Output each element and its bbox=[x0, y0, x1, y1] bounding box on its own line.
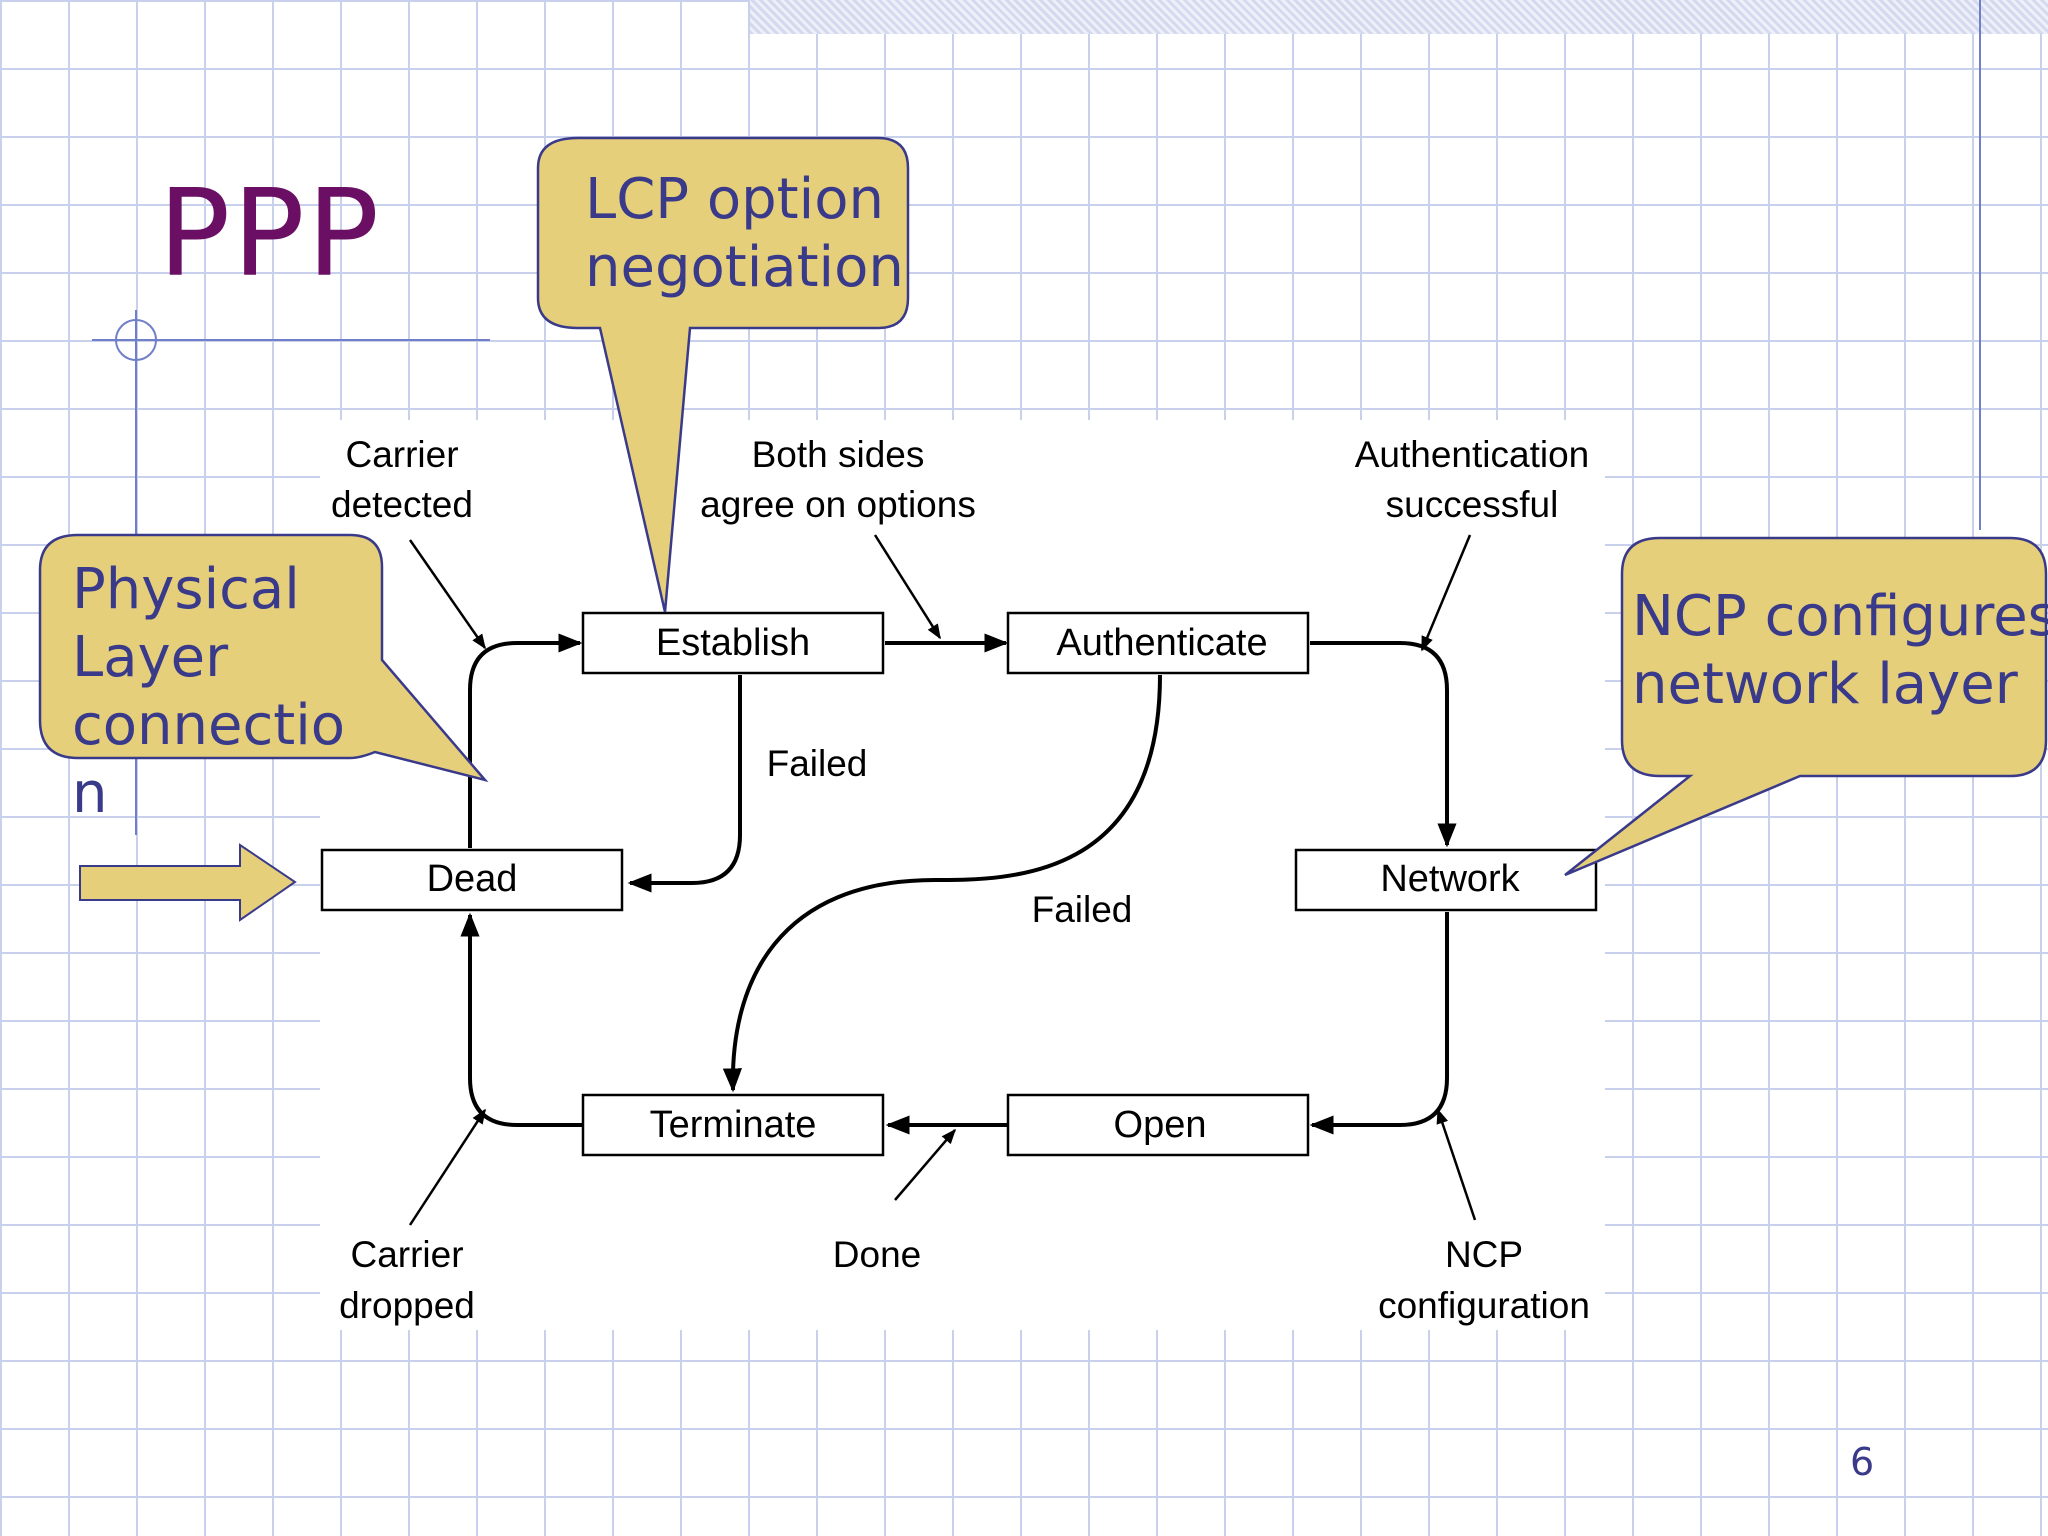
label-carrier-dropped-2: dropped bbox=[339, 1285, 475, 1326]
callout-physical-text: Physical Layer connectio n bbox=[72, 556, 352, 828]
label-carrier-detected-2: detected bbox=[331, 484, 473, 525]
state-authenticate-label: Authenticate bbox=[1056, 622, 1267, 664]
pointer-carrier-detected bbox=[408, 539, 487, 650]
label-carrier-detected-1: Carrier bbox=[345, 434, 458, 475]
state-network-label: Network bbox=[1380, 858, 1520, 900]
transition-labels: Carrier detected Both sides agree on opt… bbox=[331, 434, 1590, 1326]
state-authenticate: Authenticate bbox=[1006, 611, 1310, 675]
edge-terminate-to-dead bbox=[460, 912, 582, 1127]
edge-authenticate-failed-to-terminate bbox=[722, 674, 1162, 1093]
edge-authenticate-to-network bbox=[1310, 641, 1457, 848]
callout-ncp-line2: network layer bbox=[1632, 652, 2018, 717]
state-open-label: Open bbox=[1114, 1104, 1207, 1146]
callout-lcp-line2: negotiation bbox=[585, 235, 904, 300]
callout-ncp-text: NCP configures network layer bbox=[1632, 583, 2048, 719]
state-terminate: Terminate bbox=[581, 1093, 885, 1157]
callout-lcp-shape bbox=[536, 136, 910, 613]
label-ncp-config-1: NCP bbox=[1445, 1234, 1523, 1275]
transition-edges bbox=[460, 633, 1457, 1135]
state-open: Open bbox=[1006, 1093, 1310, 1157]
state-dead-label: Dead bbox=[427, 858, 518, 900]
callout-ncp-line1: NCP configures bbox=[1632, 584, 2048, 649]
pointer-carrier-dropped bbox=[408, 1108, 487, 1226]
callout-physical-line2: Layer bbox=[72, 625, 229, 690]
edge-network-to-open bbox=[1309, 912, 1449, 1135]
pointer-auth-success bbox=[1420, 534, 1472, 652]
state-terminate-label: Terminate bbox=[650, 1104, 817, 1146]
state-network: Network bbox=[1294, 848, 1598, 912]
label-carrier-dropped-1: Carrier bbox=[350, 1234, 463, 1275]
pointer-ncp-config bbox=[1436, 1108, 1477, 1221]
label-both-sides-1: Both sides bbox=[752, 434, 925, 475]
callout-ncp-shape bbox=[1564, 536, 2048, 877]
edge-establish-failed-to-dead bbox=[627, 675, 742, 893]
callout-shapes bbox=[38, 136, 2048, 877]
label-both-sides-2: agree on options bbox=[700, 484, 976, 525]
label-auth-success-2: successful bbox=[1386, 484, 1559, 525]
state-establish-label: Establish bbox=[656, 622, 810, 664]
pointer-both-sides bbox=[873, 534, 942, 640]
edge-dead-to-establish bbox=[468, 633, 583, 848]
slide-title: PPP bbox=[158, 165, 382, 304]
label-auth-success-1: Authentication bbox=[1355, 434, 1590, 475]
callout-physical-line1: Physical bbox=[72, 557, 300, 622]
label-ncp-config-2: configuration bbox=[1378, 1285, 1590, 1326]
state-establish: Establish bbox=[581, 611, 885, 675]
input-arrow-shape bbox=[79, 843, 297, 922]
callout-physical-shape bbox=[38, 533, 489, 783]
callout-lcp-text: LCP option negotiation bbox=[585, 166, 904, 302]
label-done: Done bbox=[833, 1234, 921, 1275]
callout-physical-line4: n bbox=[72, 761, 108, 826]
label-pointers bbox=[408, 534, 1477, 1226]
state-dead: Dead bbox=[320, 848, 624, 912]
pointer-done bbox=[894, 1128, 956, 1201]
label-failed-establish: Failed bbox=[767, 743, 868, 784]
top-decorative-band bbox=[750, 0, 2048, 34]
label-failed-auth: Failed bbox=[1032, 889, 1133, 930]
slide-number: 6 bbox=[1850, 1440, 1875, 1484]
callout-physical-line3: connectio bbox=[72, 693, 346, 758]
callout-lcp-line1: LCP option bbox=[585, 167, 884, 232]
